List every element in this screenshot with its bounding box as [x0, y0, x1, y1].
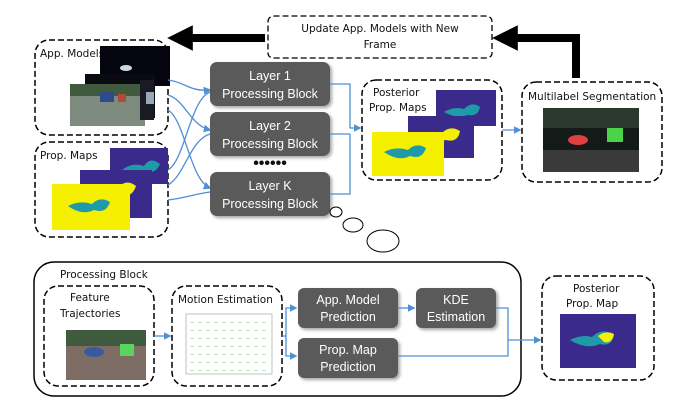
layer1-title: Layer 1 [249, 69, 291, 83]
update-models-bubble: Update App. Models with New Frame [267, 15, 493, 59]
motion-estimation-panel: Motion Estimation [171, 285, 283, 387]
motion-plot [185, 313, 273, 375]
posterior-title-line2: Prop. Maps [369, 102, 427, 114]
layer2-title: Layer 2 [249, 119, 291, 133]
feature-trajectories-panel: Feature Trajectories [43, 285, 155, 387]
feature-title-line1: Feature [70, 292, 110, 304]
layerk-title: Layer K [248, 179, 292, 193]
layer-k-block: Layer K Processing Block [210, 172, 330, 216]
kde-estimation-block: KDE Estimation [416, 288, 496, 328]
thought-bubbles [329, 206, 400, 253]
layer1-subtitle: Processing Block [222, 87, 319, 101]
app-model-pred-line2: Prediction [320, 310, 376, 324]
app-models-label: App. Models [40, 48, 104, 60]
motion-to-predictions-connectors [282, 304, 298, 360]
prop-map-prediction-block: Prop. Map Prediction [298, 338, 398, 378]
panel-to-layer-connectors [167, 79, 212, 201]
processing-block-title: Processing Block [60, 269, 149, 281]
layerk-subtitle: Processing Block [222, 197, 319, 211]
to-posterior-connectors [398, 307, 542, 357]
app-model-prediction-block: App. Model Prediction [298, 288, 398, 328]
app-models-panel: App. Models [34, 39, 170, 136]
bottom-posterior-panel: Posterior Prop. Map [541, 275, 655, 381]
layer2-subtitle: Processing Block [222, 137, 319, 151]
layer-2-block: Layer 2 Processing Block [210, 112, 330, 156]
processing-block-panel: Processing Block [33, 261, 522, 397]
bottom-posterior-line2: Prop. Map [566, 298, 618, 310]
update-label-line2: Frame [364, 39, 397, 51]
layer-1-block: Layer 1 Processing Block [210, 62, 330, 106]
prop-map-pred-line1: Prop. Map [319, 343, 377, 357]
update-label-line1: Update App. Models with New [301, 23, 459, 35]
posterior-title-line1: Posterior [373, 87, 420, 99]
prop-map-pred-line2: Prediction [320, 360, 376, 374]
multilabel-segmentation-panel: Multilabel Segmentation [521, 81, 663, 183]
motion-title: Motion Estimation [178, 294, 273, 306]
prop-maps-panel: Prop. Maps [34, 141, 169, 238]
posterior-prop-maps-panel: Posterior Prop. Maps [361, 79, 503, 181]
feedback-arrows [167, 25, 580, 78]
layer-to-posterior-connectors [330, 83, 362, 195]
multilabel-label: Multilabel Segmentation [528, 91, 656, 103]
bottom-posterior-line1: Posterior [573, 283, 620, 295]
kde-line1: KDE [443, 293, 469, 307]
prop-maps-label: Prop. Maps [40, 150, 98, 162]
feature-title-line2: Trajectories [59, 308, 120, 320]
kde-line2: Estimation [427, 310, 485, 324]
app-model-pred-line1: App. Model [316, 293, 379, 307]
layer-ellipsis: •••••• [253, 155, 287, 172]
